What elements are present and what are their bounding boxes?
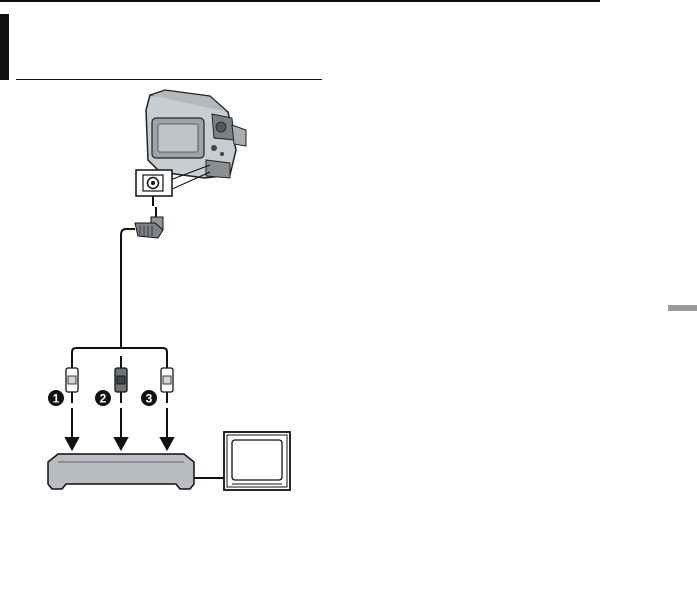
plug-number-1: 1 — [48, 390, 64, 406]
plug-number-2: 2 — [95, 390, 111, 406]
rca-plug-2 — [115, 356, 127, 403]
plug-number-2-label: 2 — [100, 392, 107, 406]
rca-plug-3 — [161, 358, 173, 403]
av-cable — [72, 229, 167, 360]
camcorder-icon — [146, 90, 246, 178]
plug-number-1-label: 1 — [53, 392, 60, 406]
rca-plug-1 — [66, 358, 78, 403]
plug-number-3-label: 3 — [146, 392, 153, 406]
av-mini-plug — [135, 207, 163, 238]
plug-number-3: 3 — [141, 390, 157, 406]
tv-icon — [224, 432, 290, 490]
arrow-down-icon — [66, 408, 173, 449]
vcr-icon — [48, 454, 194, 489]
